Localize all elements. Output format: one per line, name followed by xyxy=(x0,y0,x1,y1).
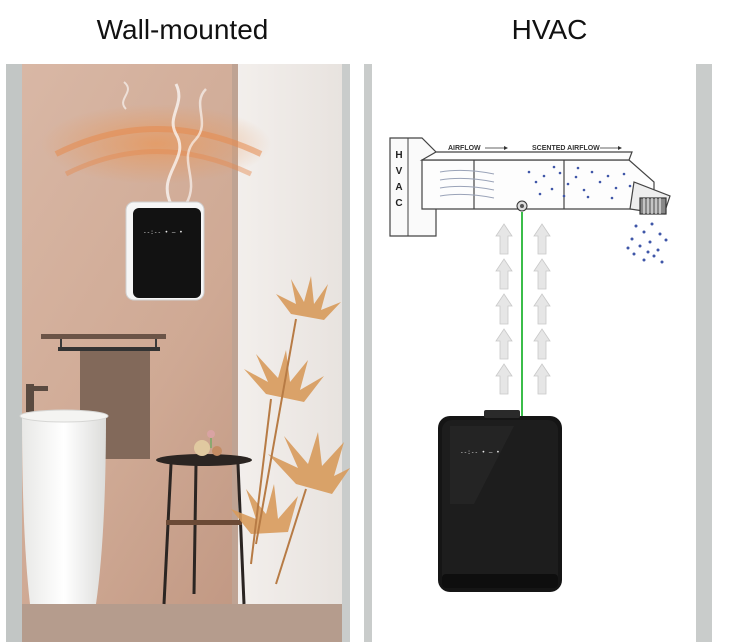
air-duct xyxy=(419,151,671,215)
hvac-diagram-photo: H V A C AIRFLOW xyxy=(364,64,712,642)
hvac-diagram: H V A C AIRFLOW xyxy=(364,64,712,642)
hvac-scent-machine: --:-- • — • xyxy=(438,410,562,592)
wall-mounted-caption: Wall-mounted xyxy=(96,14,269,45)
airflow-label: AIRFLOW xyxy=(448,145,481,152)
bathroom-scene-illustration: --:-- • — • xyxy=(6,64,350,642)
wall-mounted-photo: --:-- • — • xyxy=(6,64,350,642)
hvac-letter-v: V xyxy=(396,166,403,177)
wall-device-screen-readout: --:-- • — • xyxy=(143,229,183,236)
scented-airflow-label: SCENTED AIRFLOW xyxy=(532,145,600,152)
hvac-letter-a: A xyxy=(395,182,402,193)
hvac-caption: HVAC xyxy=(511,14,588,45)
hvac-letter-h: H xyxy=(395,150,402,161)
hvac-device-screen-readout: --:-- • — • xyxy=(460,449,500,456)
hvac-letter-c: C xyxy=(395,198,402,209)
upward-airflow-arrows xyxy=(495,223,551,395)
wall-diffuser-device: --:-- • — • xyxy=(125,201,205,301)
